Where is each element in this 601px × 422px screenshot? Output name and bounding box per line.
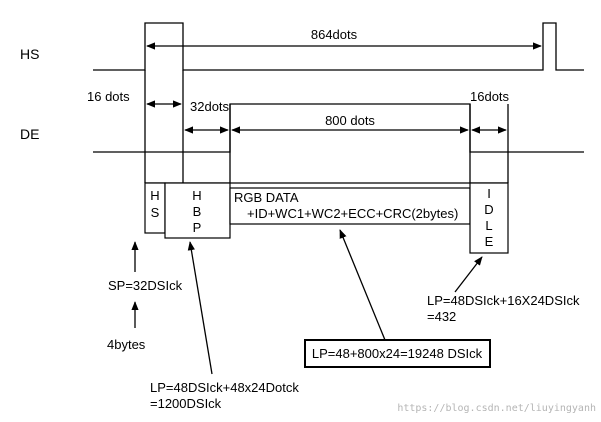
back-porch-dots-label: 32dots	[190, 99, 230, 114]
rgb-lp-note: LP=48+800x24=19248 DSIck	[312, 346, 483, 361]
front-porch-dots-label: 16dots	[470, 89, 510, 104]
total-dots-label: 864dots	[311, 27, 358, 42]
sp-note: SP=32DSIck	[108, 278, 183, 293]
de-signal-label: DE	[20, 126, 39, 142]
watermark-url: https://blog.csdn.net/liuyingyanh	[397, 403, 596, 414]
hs-waveform	[93, 22, 584, 71]
rgb-lp-box	[304, 339, 491, 368]
sync-dots-label: 16 dots	[87, 89, 130, 104]
idle-lp-arrow	[454, 256, 483, 293]
hbp-packet-box	[164, 182, 231, 239]
rgb-data-fields: +ID+WC1+WC2+ECC+CRC(2bytes)	[247, 206, 458, 221]
hbp-lp-note-line1: LP=48DSIck+48x24Dotck	[150, 380, 299, 395]
idle-box-char: D	[484, 202, 493, 217]
bytes-note: 4bytes	[107, 337, 146, 352]
idle-box-char: L	[485, 218, 492, 233]
idle-lp-note-line1: LP=48DSIck+16X24DSIck	[427, 293, 580, 308]
hbp-lp-note-line2: =1200DSIck	[150, 396, 222, 411]
idle-packet-box	[469, 182, 509, 254]
hbp-lp-arrow	[187, 241, 213, 375]
rgb-data-title: RGB DATA	[234, 190, 299, 205]
idle-lp-note-line2: =432	[427, 309, 456, 324]
hs-box-char: S	[151, 205, 160, 220]
de-waveform	[93, 103, 584, 153]
hs-box-char: H	[150, 188, 159, 203]
idle-box-char: I	[487, 186, 491, 201]
active-dots-label: 800 dots	[325, 113, 375, 128]
hbp-box-char: P	[193, 220, 202, 235]
hbp-box-char: H	[192, 188, 201, 203]
rgb-lp-arrow	[339, 229, 386, 341]
hbp-box-char: B	[193, 204, 202, 219]
hs-signal-label: HS	[20, 46, 39, 62]
idle-box-char: E	[485, 234, 494, 249]
